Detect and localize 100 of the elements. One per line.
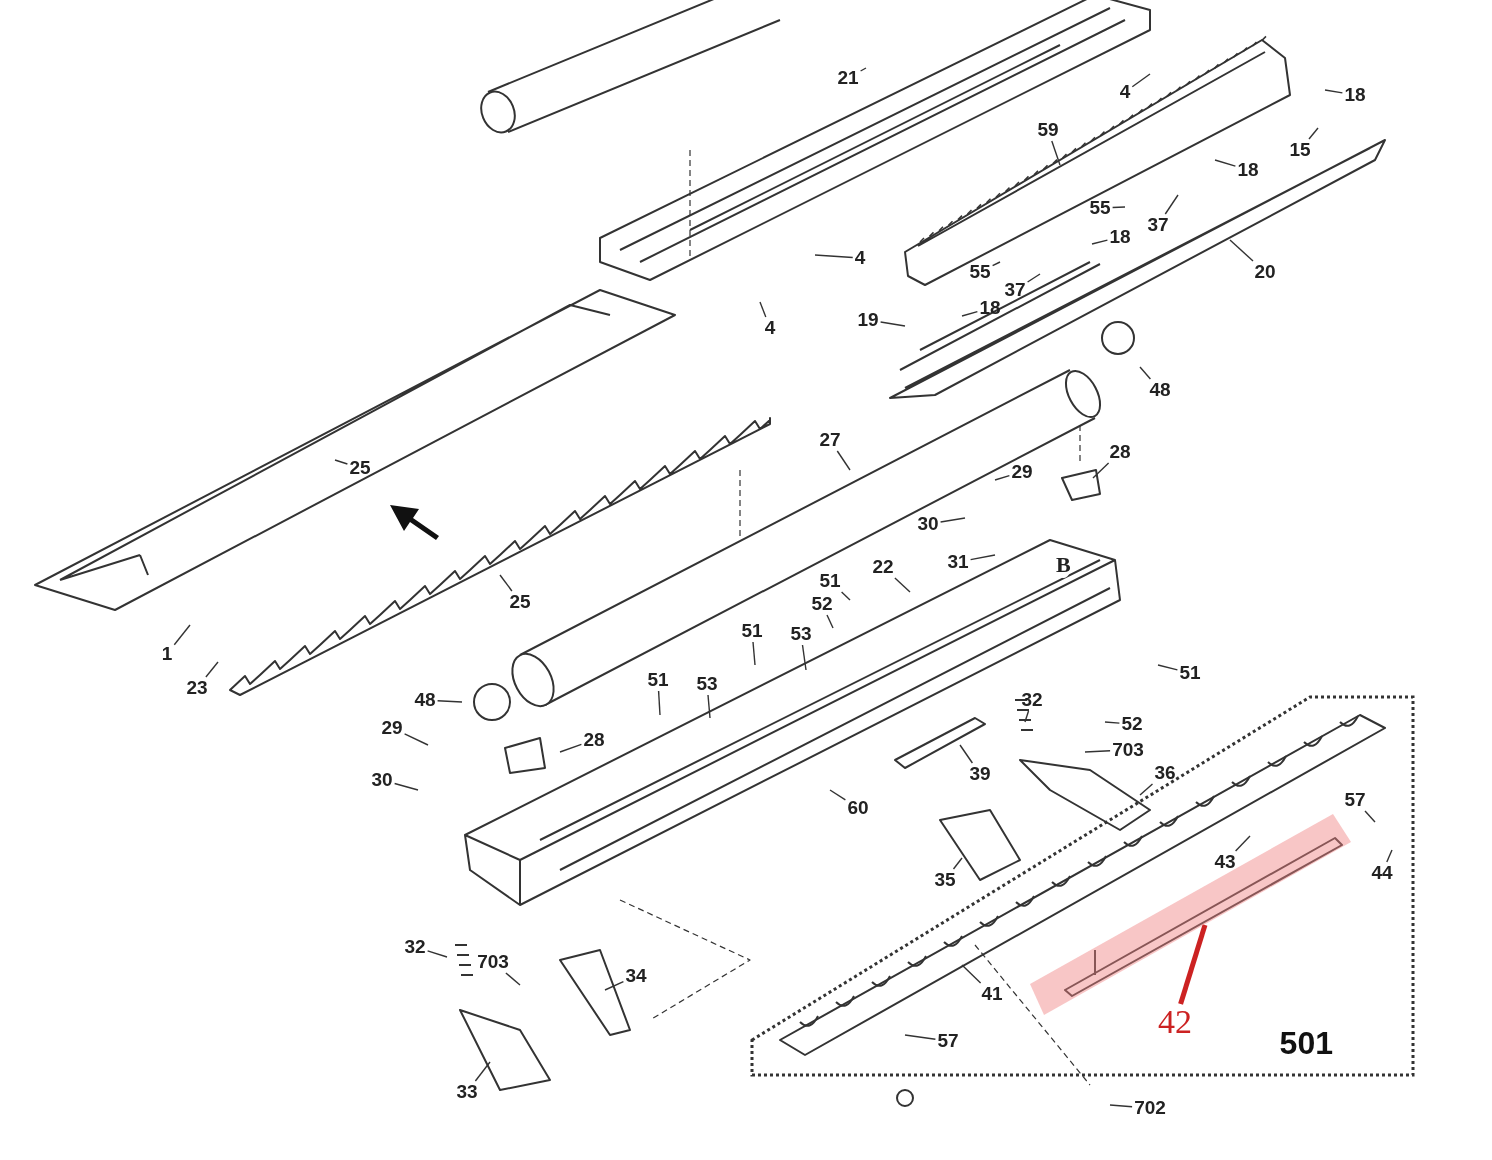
- callout-number: 29: [1011, 462, 1033, 482]
- callout-number: 33: [456, 1082, 478, 1102]
- leader-line: [836, 450, 851, 471]
- callout-number: 21: [837, 68, 859, 88]
- leader-line: [205, 661, 219, 678]
- leader-line: [173, 624, 191, 646]
- callout-number: 31: [947, 552, 969, 572]
- callout-number: 703: [1112, 740, 1144, 760]
- callout-number: 59: [1037, 120, 1059, 140]
- leader-line: [1092, 462, 1110, 479]
- callout-number: 1: [161, 644, 173, 664]
- leader-line: [1386, 849, 1393, 863]
- leader-line: [939, 517, 966, 523]
- callout-number: 30: [371, 770, 393, 790]
- callout-number: 20: [1254, 262, 1276, 282]
- leader-line: [436, 700, 463, 703]
- leader-line: [474, 1061, 491, 1082]
- leader-line: [959, 744, 974, 764]
- leader-line: [1214, 159, 1237, 167]
- callout-number: 28: [1109, 442, 1131, 462]
- callout-number: 25: [509, 592, 531, 612]
- leader-line: [1104, 721, 1121, 724]
- leader-line: [1324, 89, 1344, 94]
- leader-line: [1139, 366, 1152, 380]
- callout-number: 48: [1149, 380, 1171, 400]
- callout-number: 19: [857, 310, 879, 330]
- leader-line: [1109, 1104, 1133, 1108]
- leader-line: [829, 789, 847, 801]
- leader-line: [1084, 750, 1111, 753]
- callout-number: 30: [917, 514, 939, 534]
- leader-line: [707, 694, 711, 719]
- callout-number: 52: [811, 594, 833, 614]
- leader-line: [1091, 239, 1109, 245]
- leader-line: [604, 981, 625, 991]
- callout-number: 18: [1344, 85, 1366, 105]
- leader-line: [1364, 810, 1376, 823]
- callout-number: 4: [854, 248, 866, 268]
- leader-line: [991, 261, 1001, 267]
- callout-number: 60: [847, 798, 869, 818]
- leader-line: [952, 857, 963, 870]
- leader-line: [961, 964, 982, 984]
- leader-line: [879, 321, 906, 327]
- callout-number: 57: [1344, 790, 1366, 810]
- callout-number: 4: [764, 318, 776, 338]
- callout-number: 43: [1214, 852, 1236, 872]
- callout-number: 41: [981, 984, 1003, 1004]
- callout-number: 29: [381, 718, 403, 738]
- callout-number: 18: [1237, 160, 1259, 180]
- callout-number: 25: [349, 458, 371, 478]
- leader-line: [752, 641, 756, 666]
- leader-line: [894, 577, 911, 593]
- leader-line: [961, 310, 979, 317]
- leader-line: [1026, 273, 1041, 283]
- leader-line: [1139, 783, 1154, 796]
- leader-line: [1157, 664, 1179, 671]
- callout-number: 28: [583, 730, 605, 750]
- callout-number: 55: [969, 262, 991, 282]
- callout-number: 22: [872, 557, 894, 577]
- leader-line: [499, 574, 513, 592]
- callout-number: 53: [790, 624, 812, 644]
- callout-number: 44: [1371, 863, 1393, 883]
- leader-line: [840, 591, 851, 601]
- callout-number: 53: [696, 674, 718, 694]
- leader-line: [334, 459, 349, 465]
- callout-number: 27: [819, 430, 841, 450]
- callout-number: 51: [819, 571, 841, 591]
- callout-number: 18: [1109, 227, 1131, 247]
- leader-line: [657, 690, 661, 716]
- leader-line: [426, 950, 448, 958]
- leader-line: [1111, 206, 1126, 209]
- callout-number: 48: [414, 690, 436, 710]
- callout-number: 37: [1004, 280, 1026, 300]
- callout-number: 32: [1021, 690, 1043, 710]
- leader-line: [1308, 127, 1319, 140]
- leader-line: [859, 67, 867, 72]
- callout-number: 57: [937, 1031, 959, 1051]
- callout-number: 34: [625, 966, 647, 986]
- highlighted-callout-number: 42: [1158, 1005, 1192, 1039]
- leader-line: [1164, 194, 1179, 215]
- callout-number: 51: [647, 670, 669, 690]
- leader-line: [1131, 73, 1151, 88]
- callout-number: 4: [1119, 82, 1131, 102]
- callout-number: 55: [1089, 198, 1111, 218]
- leader-line: [759, 301, 767, 318]
- leader-line: [393, 782, 419, 791]
- leader-line: [969, 554, 996, 561]
- callout-number: 702: [1134, 1098, 1166, 1118]
- leader-line: [505, 972, 521, 986]
- leader-line: [994, 475, 1011, 481]
- callout-number: 703: [477, 952, 509, 972]
- callout-number: 37: [1147, 215, 1169, 235]
- callout-number: 35: [934, 870, 956, 890]
- callout-number: 51: [741, 621, 763, 641]
- callout-number: 52: [1121, 714, 1143, 734]
- leader-line: [1234, 835, 1251, 852]
- leader-line: [1024, 710, 1030, 723]
- assembly-outline: [750, 695, 1415, 1077]
- leader-line: [1051, 140, 1061, 166]
- leader-line: [801, 644, 807, 671]
- callout-number: 36: [1154, 763, 1176, 783]
